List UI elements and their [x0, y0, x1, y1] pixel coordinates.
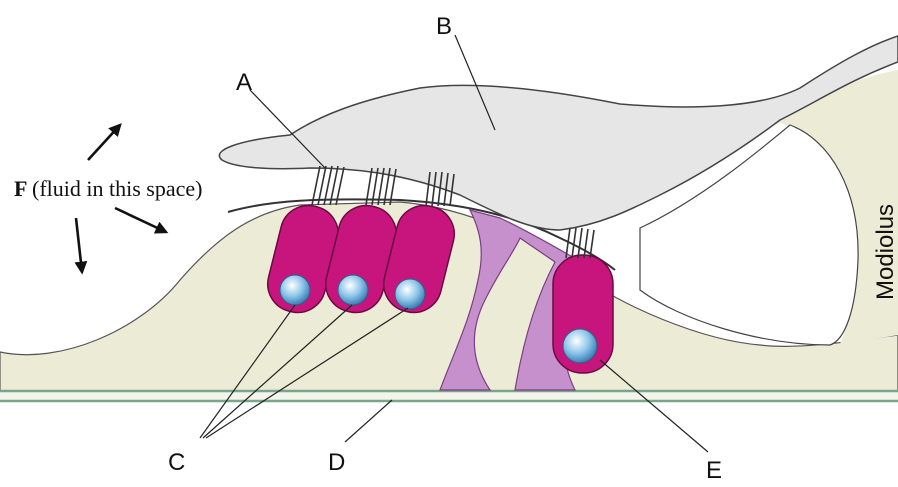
- label-d: D: [328, 449, 345, 476]
- label-f-text: (fluid in this space): [32, 176, 202, 201]
- label-e: E: [706, 457, 722, 484]
- label-f-letter: F: [14, 176, 27, 201]
- nucleus-inner: [563, 329, 597, 363]
- nucleus-3: [395, 279, 425, 309]
- arrow-right: [115, 208, 166, 232]
- leader-d: [345, 400, 392, 442]
- label-b: B: [436, 13, 452, 40]
- arrow-up: [88, 125, 120, 160]
- nucleus-1: [280, 275, 310, 305]
- arrow-down: [76, 218, 82, 272]
- label-a: A: [236, 69, 252, 96]
- label-modiolus: Modiolus: [872, 204, 898, 300]
- label-c: C: [168, 449, 185, 476]
- nucleus-2: [338, 275, 368, 305]
